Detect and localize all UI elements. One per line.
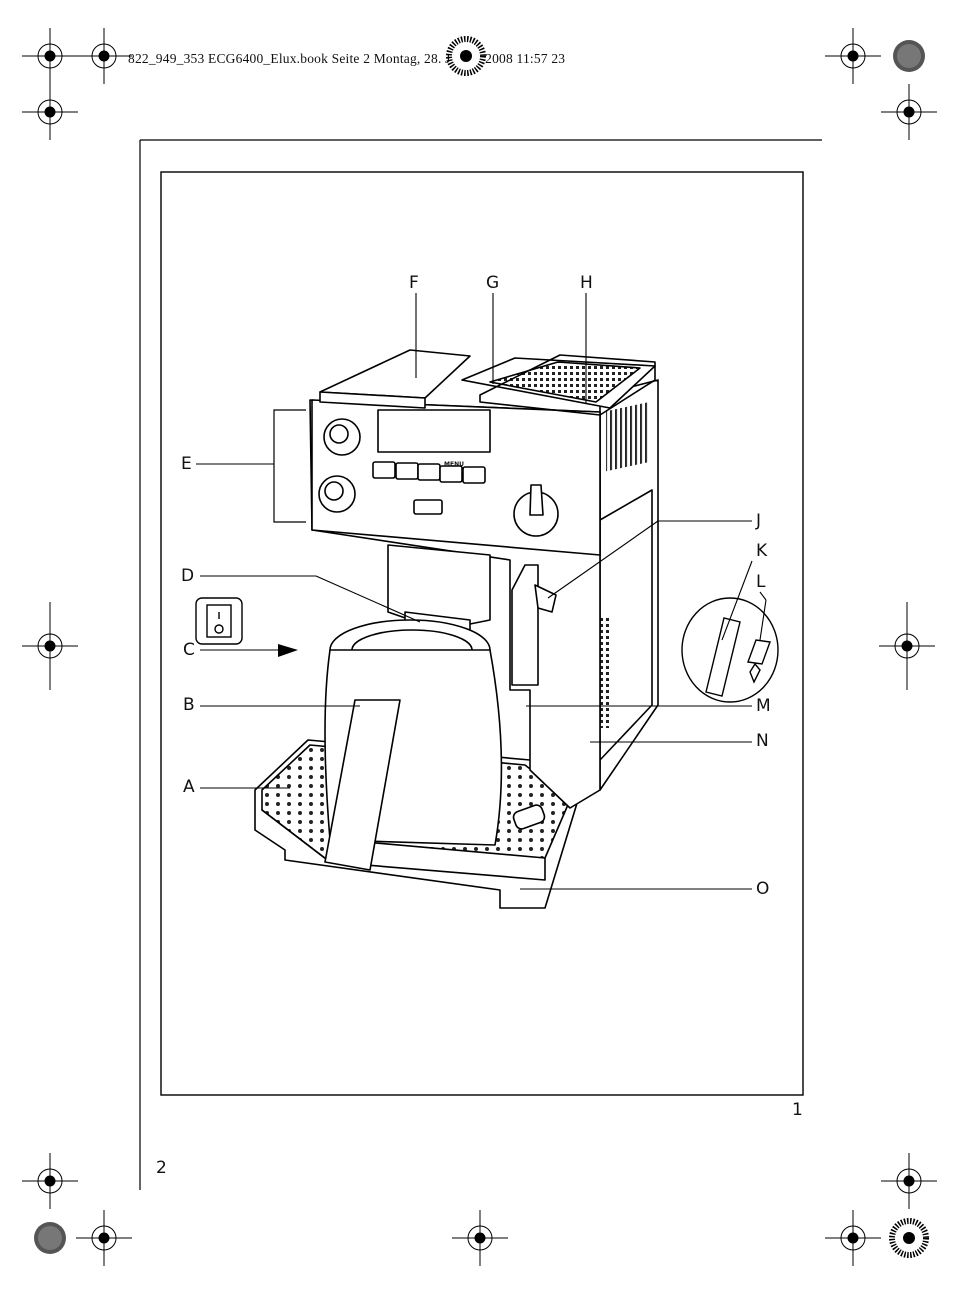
crosshair-mark <box>22 602 78 690</box>
callout-h: H <box>580 273 593 293</box>
callout-o: O <box>756 879 770 899</box>
callout-c: C <box>183 640 195 660</box>
callout-e: E <box>181 454 192 474</box>
callout-j: J <box>756 511 762 531</box>
crosshair-mark <box>881 1153 937 1209</box>
registration-marks <box>22 28 937 1266</box>
crosshair-mark <box>452 1210 508 1266</box>
crosshair-mark <box>22 84 78 140</box>
callout-k: K <box>756 541 768 561</box>
crosshair-mark <box>76 1210 132 1266</box>
crosshair-mark <box>76 28 132 84</box>
crosshair-mark <box>22 28 78 84</box>
callout-d: D <box>181 566 195 586</box>
crosshair-mark <box>879 602 935 690</box>
panel-button <box>413 499 443 515</box>
froth-nozzle <box>747 639 771 665</box>
switch-inset <box>195 597 243 645</box>
crosshair-mark <box>881 84 937 140</box>
callout-n: N <box>756 731 769 751</box>
menu-label: MENU <box>444 461 464 468</box>
page-number-right: 1 <box>792 1100 803 1120</box>
water-filter <box>705 617 741 697</box>
jug-handle <box>324 699 401 871</box>
bracket-e <box>273 409 306 523</box>
panel-button <box>395 462 419 480</box>
float-indicator <box>512 804 546 830</box>
arrow-c <box>278 644 298 657</box>
callout-b: B <box>183 695 195 715</box>
crosshair-mark <box>825 28 881 84</box>
panel-button <box>439 465 463 483</box>
crosshair-mark <box>825 1210 881 1266</box>
tank-window <box>600 618 610 728</box>
bean-lid <box>319 349 471 399</box>
panel-button <box>417 463 441 481</box>
callout-m: M <box>756 696 771 716</box>
crosshair-mark <box>22 1153 78 1209</box>
panel-button <box>462 466 486 484</box>
panel-button <box>372 461 396 479</box>
cup-rail <box>479 354 656 416</box>
figure-frame <box>160 171 804 1096</box>
steam-pipe <box>511 564 539 686</box>
accessory-inset <box>681 597 779 703</box>
leader-lines <box>196 293 767 890</box>
steam-handle <box>534 584 557 613</box>
calibration-discs <box>34 36 929 1258</box>
callout-f: F <box>409 273 419 293</box>
coffee-machine <box>254 349 659 909</box>
callout-g: G <box>486 273 500 293</box>
side-vents <box>606 401 650 472</box>
callout-l: L <box>756 572 766 592</box>
page-number-left: 2 <box>156 1158 167 1178</box>
callout-a: A <box>183 777 195 797</box>
display-screen <box>377 409 491 453</box>
